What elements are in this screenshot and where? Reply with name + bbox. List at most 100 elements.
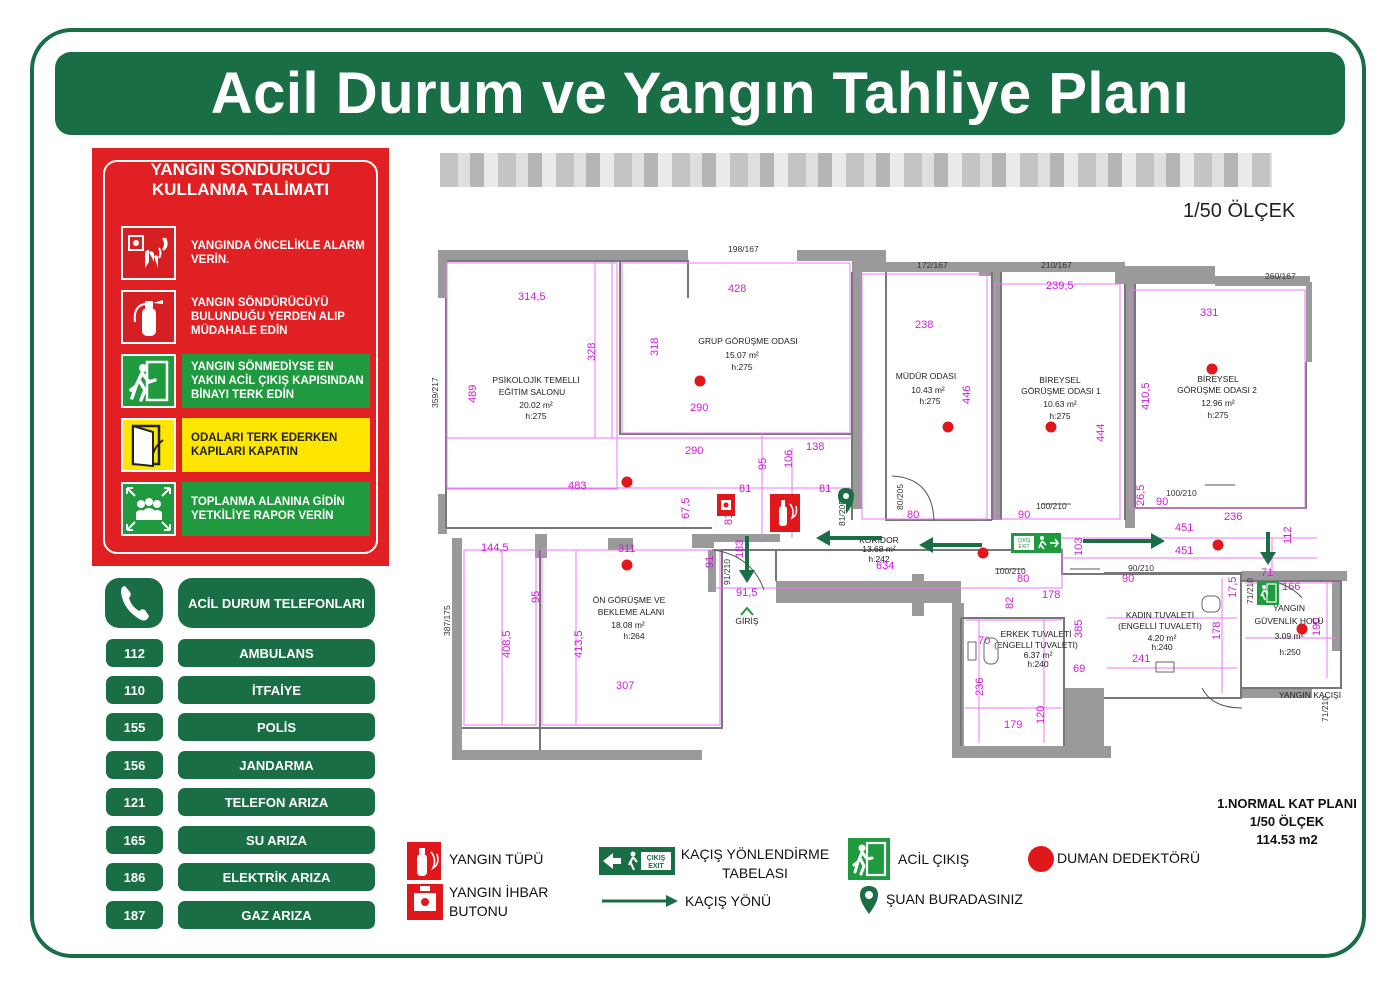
entrance-label: GİRİŞ	[735, 616, 758, 626]
svg-text:GRUP GÖRÜŞME ODASI: GRUP GÖRÜŞME ODASI	[698, 336, 798, 346]
fire-escape-label: YANGIN KAÇIŞI	[1279, 690, 1341, 700]
dim-label: 80	[1017, 573, 1029, 585]
dim-label: 451	[1175, 522, 1193, 534]
dim-label: 239,5	[1046, 280, 1074, 292]
legend-smoke-detector-label: DUMAN DEDEKTÖRÜ	[1057, 850, 1201, 866]
door-label: 198/167	[728, 244, 759, 254]
instructions-title-line1: YANGIN SÖNDÜRÜCÜ	[150, 160, 331, 179]
phone-label: İTFAİYE	[178, 676, 375, 704]
instruction-step-3-text: YANGIN SÖNMEDİYSE EN YAKIN ACİL ÇIKIŞ KA…	[182, 354, 370, 408]
instruction-step-5-text: TOPLANMA ALANINA GİDİN YETKİLİYE RAPOR V…	[182, 482, 370, 536]
instructions-title: YANGIN SÖNDÜRÜCÜ KULLANMA TALİMATI	[92, 160, 389, 200]
instructions-inner-frame	[103, 160, 378, 554]
legend-exit-sign-line1: ÇIKIŞ	[647, 855, 666, 862]
dim-label: 178	[1211, 622, 1223, 640]
you-are-here-pin-icon	[838, 488, 854, 514]
door-label: 359/217	[430, 377, 440, 408]
phone-label: SU ARIZA	[178, 826, 375, 854]
door-label: 80/205	[895, 484, 905, 510]
dim-label: 451	[1175, 545, 1193, 557]
svg-text:h:275: h:275	[731, 362, 753, 372]
door-label: 71/210	[1245, 578, 1255, 604]
dimension-lines	[446, 262, 1337, 743]
smoke-detector-icon	[621, 559, 633, 571]
escape-arrow-head-icon	[739, 570, 755, 583]
instruction-step-1: YANGINDA ÖNCELİKLE ALARM VERİN.	[109, 226, 370, 280]
dim-label: 236	[974, 678, 986, 696]
dim-label: 166	[1282, 581, 1300, 593]
svg-text:MÜDÜR ODASI: MÜDÜR ODASI	[896, 371, 956, 381]
svg-text:h:275: h:275	[919, 396, 941, 406]
instruction-step-3: YANGIN SÖNMEDİYSE EN YAKIN ACİL ÇIKIŞ KA…	[109, 354, 370, 408]
phone-icon	[105, 578, 163, 628]
instructions-title-line2: KULLANMA TALİMATI	[151, 180, 330, 199]
phone-number: 186	[106, 863, 163, 891]
phone-label: GAZ ARIZA	[178, 901, 375, 929]
plan-info-scale: 1/50 ÖLÇEK	[1249, 814, 1325, 829]
door-label: 90/210	[1128, 563, 1154, 573]
svg-text:(ENGELLİ TUVALETİ): (ENGELLİ TUVALETİ)	[1118, 621, 1202, 631]
escape-arrow-head-icon	[1260, 552, 1276, 565]
dim-label: 290	[690, 402, 708, 414]
dim-label: 69	[1073, 663, 1085, 675]
phone-label: POLİS	[178, 713, 375, 741]
dim-label: 444	[1095, 424, 1107, 442]
dim-label: 90	[1018, 509, 1030, 521]
instruction-step-2-text: YANGIN SÖNDÜRÜCÜYÜ BULUNDUĞU YERDEN ALIP…	[182, 290, 370, 344]
door-label: 100/210	[995, 566, 1026, 576]
alarm-hand-icon	[121, 226, 176, 280]
legend-exit-sign-icon: ÇIKIŞ EXIT	[599, 847, 675, 875]
door-label: 91/210	[722, 559, 732, 585]
fixtures	[967, 595, 1221, 673]
svg-text:18.08 m²: 18.08 m²	[611, 620, 645, 630]
door-label: 260/167	[1265, 271, 1296, 281]
dim-label: 179	[1004, 719, 1022, 731]
floor-plan: 314,5 428 238 239,5 331 328 318 489 446 …	[430, 244, 1347, 760]
dim-label: 90	[1122, 573, 1134, 585]
svg-text:10.63 m²: 10.63 m²	[1043, 399, 1077, 409]
legend-exit-sign-label: KAÇIŞ YÖNLENDİRME TABELASI	[680, 845, 830, 883]
dim-label: 489	[467, 385, 479, 403]
svg-text:3.09 m²: 3.09 m²	[1275, 631, 1304, 641]
svg-text:h:240: h:240	[1027, 659, 1049, 669]
phone-label: JANDARMA	[178, 751, 375, 779]
toilet-icon	[1201, 595, 1221, 613]
svg-text:GÖRÜŞME ODASI 1: GÖRÜŞME ODASI 1	[1021, 386, 1101, 396]
dim-label: 318	[649, 338, 661, 356]
dim-label: 81	[739, 483, 751, 495]
phone-number: 156	[106, 751, 163, 779]
legend-fire-alarm-icon	[407, 884, 443, 920]
dim-label: 413,5	[573, 630, 585, 658]
plan-info: 1.NORMAL KAT PLANI 1/50 ÖLÇEK 114.53 m2	[1212, 795, 1362, 849]
dim-label: 70	[978, 635, 990, 647]
svg-text:h:250: h:250	[1279, 647, 1301, 657]
door-labels: 198/167 172/167 210/167 260/167 359/217 …	[430, 244, 1330, 722]
phone-number: 121	[106, 788, 163, 816]
phone-number: 165	[106, 826, 163, 854]
door-label: 71/210	[1320, 696, 1330, 722]
dim-label: 331	[1200, 307, 1218, 319]
instruction-step-2: YANGIN SÖNDÜRÜCÜYÜ BULUNDUĞU YERDEN ALIP…	[109, 290, 370, 344]
instruction-step-5: TOPLANMA ALANINA GİDİN YETKİLİYE RAPOR V…	[109, 482, 370, 536]
dim-label: 80	[907, 509, 919, 521]
phone-number: 155	[106, 713, 163, 741]
legend-smoke-detector-icon	[1028, 846, 1054, 872]
dim-label: 144,5	[481, 542, 509, 554]
legend-emergency-exit-label: ACİL ÇIKIŞ	[898, 851, 970, 867]
svg-text:ÖN GÖRÜŞME VE: ÖN GÖRÜŞME VE	[593, 595, 666, 605]
dim-label: 183	[734, 540, 746, 558]
fire-extinguisher-sign-icon	[770, 494, 800, 532]
dim-label: 446	[961, 386, 973, 404]
svg-text:YANGIN: YANGIN	[1273, 603, 1305, 613]
instruction-step-1-text: YANGINDA ÖNCELİKLE ALARM VERİN.	[182, 226, 370, 280]
dim-label: 328	[586, 343, 598, 361]
escape-arrow-head-icon	[919, 537, 933, 553]
svg-text:12.96 m²: 12.96 m²	[1201, 398, 1235, 408]
sink-icon	[967, 641, 977, 661]
room-kadin-tuvaleti: KADIN TUVALETİ(ENGELLİ TUVALETİ)4.20 m²h…	[1118, 610, 1202, 652]
dim-label: 307	[616, 680, 634, 692]
blurred-address-text	[440, 153, 1272, 187]
dim-label: 314,5	[518, 291, 546, 303]
entrance-arrow-icon	[740, 606, 754, 616]
